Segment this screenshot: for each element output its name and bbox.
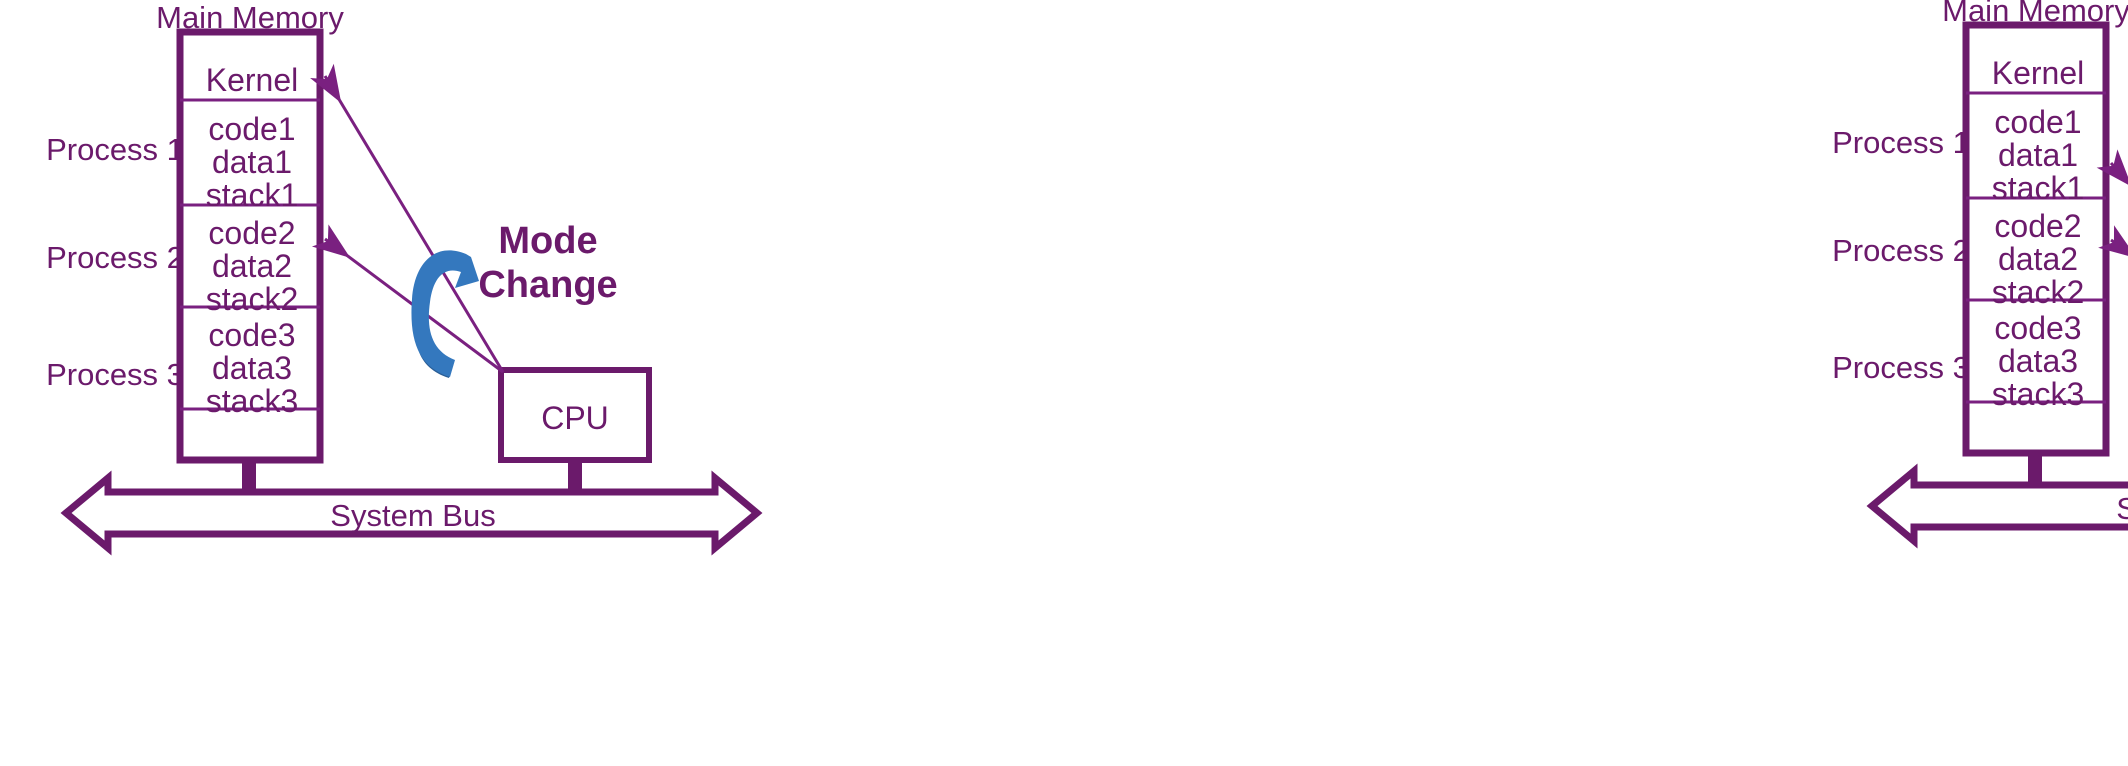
system-bus-label: System Bus — [2116, 491, 2128, 526]
main-memory-title: Main Memory — [1942, 0, 2128, 28]
callout-line-1: Change — [478, 264, 618, 306]
curved-arrow-body — [411, 250, 479, 377]
system-bus-arrow — [60, 470, 763, 556]
process-label-2: Process 2 — [46, 240, 184, 275]
system-bus-arrow — [1866, 463, 2128, 549]
process-label-3: Process 3 — [1832, 350, 1970, 385]
memory-cell-process1-line-0: code1 — [208, 111, 296, 147]
mode-change-graphics — [60, 28, 763, 556]
memory-cell-process2-line-0: code2 — [1994, 208, 2082, 244]
memory-cell-process1-line-2: stack1 — [1991, 170, 2085, 206]
cpu-bus-stub — [568, 460, 582, 492]
memory-cell-process2-line-1: data2 — [1997, 241, 2079, 277]
memory-cell-process3-line-2: stack3 — [1991, 376, 2085, 412]
memory-cell-process1-line-2: stack1 — [205, 177, 299, 213]
memory-cell-kernel-line-0: Kernel — [205, 62, 299, 98]
process-label-1: Process 1 — [46, 132, 184, 167]
callout-line-0: Mode — [498, 220, 598, 262]
memory-cell-process3-line-1: data3 — [211, 350, 293, 386]
memory-cell-process1-line-1: data1 — [1997, 137, 2079, 173]
memory-cell-process3-line-2: stack3 — [205, 383, 299, 419]
pointer-line-kernel — [310, 63, 505, 373]
main-memory-title: Main Memory — [156, 0, 344, 35]
memory-cell-process2-line-0: code2 — [208, 215, 296, 251]
memory-cell-kernel-line-0: Kernel — [1991, 55, 2085, 91]
mode-change-curved-arrow — [411, 250, 479, 378]
system-bus-label: System Bus — [330, 498, 496, 533]
memory-cell-process3-line-0: code3 — [208, 317, 296, 353]
main-memory-box — [176, 28, 324, 464]
pointer-line-process2 — [2098, 225, 2128, 259]
context-switch-graphics — [1866, 21, 2128, 549]
pointer-line-process1 — [2096, 149, 2128, 187]
memory-cell-process1-line-0: code1 — [1994, 104, 2082, 140]
memory-cell-process2-line-2: stack2 — [1991, 274, 2085, 310]
memory-cell-process3-line-0: code3 — [1994, 310, 2082, 346]
memory-cell-process3-line-1: data3 — [1997, 343, 2079, 379]
panel-mode-change: Main Memory Kernel code1 data1 stack1 co… — [46, 0, 763, 556]
memory-cell-process2-line-1: data2 — [211, 248, 293, 284]
memory-cell-process1-line-1: data1 — [211, 144, 293, 180]
memory-bus-stub — [2028, 453, 2042, 485]
process-label-2: Process 2 — [1832, 233, 1970, 268]
memory-cell-process2-line-2: stack2 — [205, 281, 299, 317]
cpu-label: CPU — [541, 400, 609, 436]
memory-bus-stub — [242, 460, 256, 492]
process-label-1: Process 1 — [1832, 125, 1970, 160]
process-label-3: Process 3 — [46, 357, 184, 392]
panel-context-switch: Main Memory Kernel code1 data1 stack1 co… — [1064, 0, 2128, 766]
